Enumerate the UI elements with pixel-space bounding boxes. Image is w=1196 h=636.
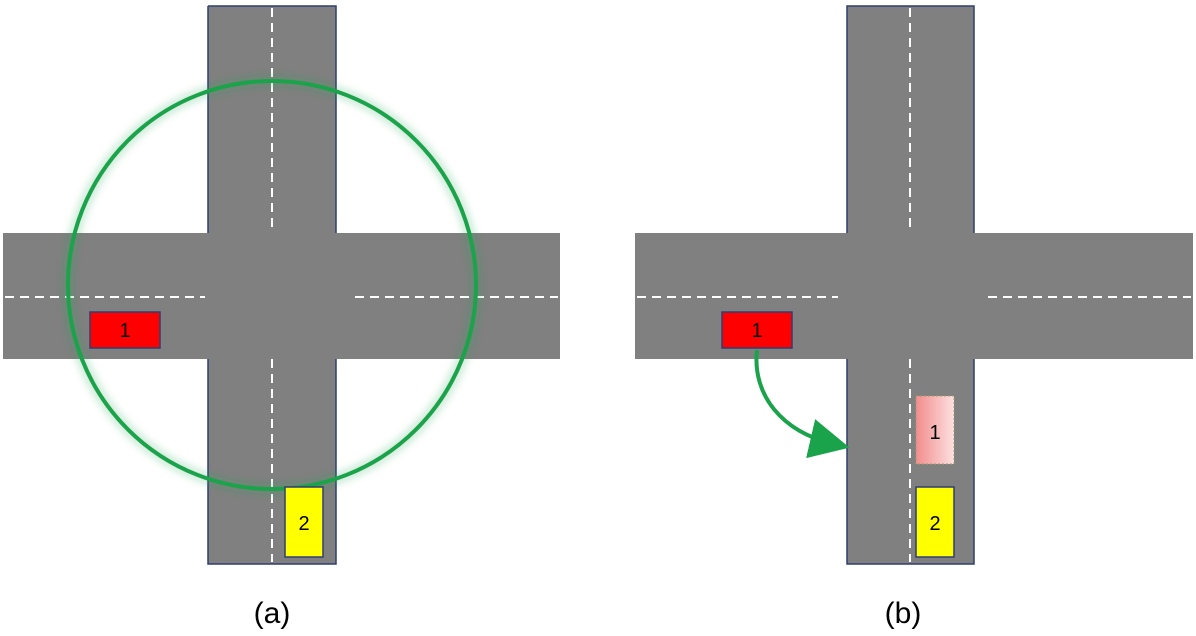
car-label: 1 — [751, 320, 762, 342]
car-1: 1 — [721, 311, 793, 349]
range-circle — [66, 79, 478, 491]
car-label: 1 — [119, 320, 130, 342]
panel-b: 1 1 2 (b) — [635, 5, 1193, 630]
car-label: 1 — [929, 422, 940, 444]
car-1: 1 — [89, 311, 161, 349]
turn-arrow — [754, 349, 850, 459]
road-edge — [846, 5, 975, 565]
panel-a: 1 2 (a) — [3, 5, 560, 630]
road-edge — [207, 5, 337, 565]
car-1-ghost: 1 — [915, 395, 955, 465]
panel-caption: (b) — [885, 597, 922, 630]
panel-caption: (a) — [254, 597, 291, 630]
car-2: 2 — [915, 486, 955, 558]
car-2: 2 — [284, 486, 324, 558]
car-label: 2 — [298, 513, 309, 535]
car-label: 2 — [929, 513, 940, 535]
